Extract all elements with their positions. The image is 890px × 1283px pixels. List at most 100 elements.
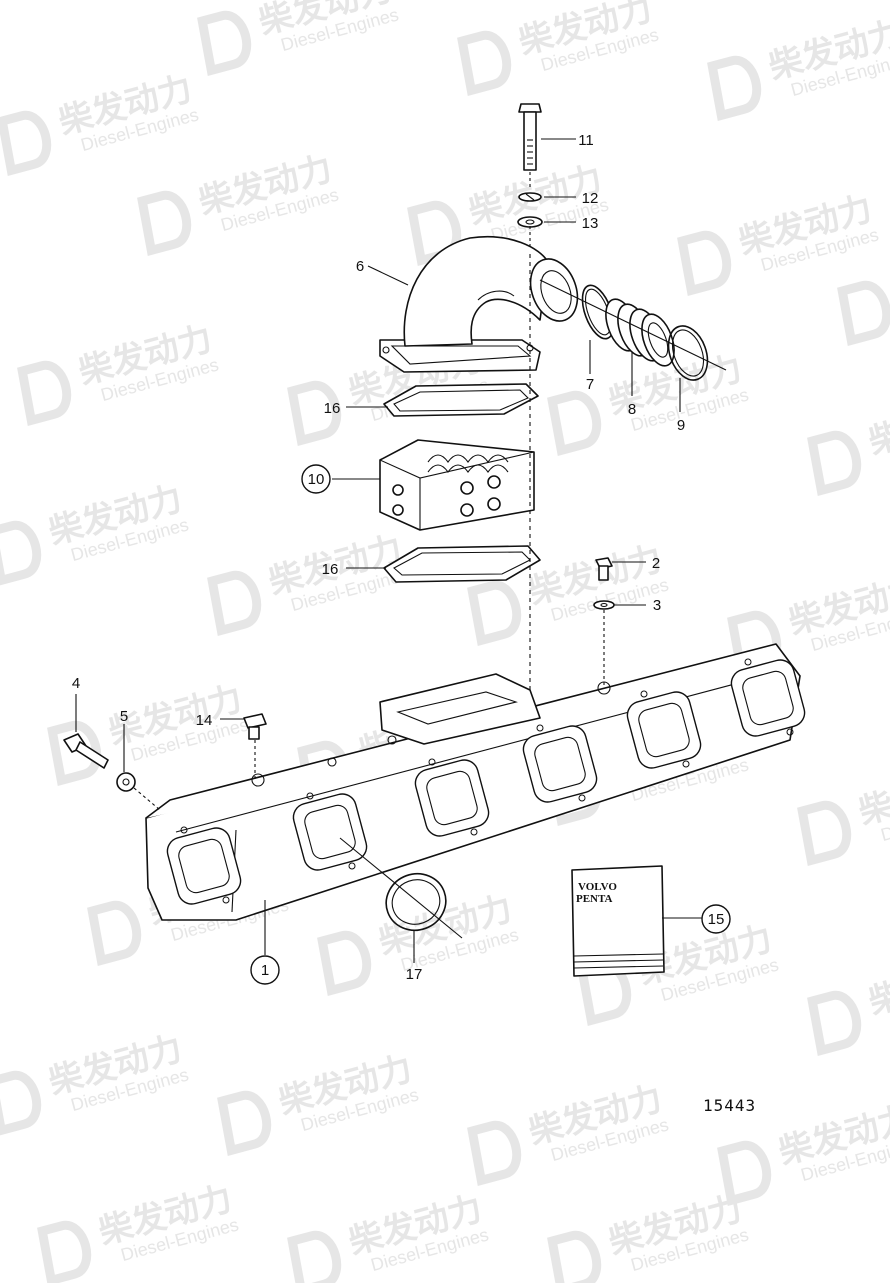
callout-5: 5 <box>120 708 128 725</box>
callout-11: 11 <box>578 132 594 149</box>
leader-lines <box>75 138 702 963</box>
watermark-logo-icon <box>807 991 862 1056</box>
watermark-logo-icon <box>217 1091 272 1156</box>
watermark-logo-icon <box>677 231 732 296</box>
callout-number: 4 <box>72 675 80 692</box>
watermark-logo-icon <box>0 111 52 176</box>
watermark-cn: 柴发动力 <box>865 389 890 463</box>
callout-14: 14 <box>196 712 213 729</box>
callout-13: 13 <box>582 215 599 232</box>
watermark-logo-icon <box>467 1121 522 1186</box>
part-12-spring-washer <box>518 192 542 202</box>
port-5 <box>626 690 702 769</box>
callout-circle <box>250 955 280 985</box>
manifold-ports <box>166 658 806 905</box>
callout-12: 12 <box>582 190 599 207</box>
watermark-logo-icon <box>87 901 142 966</box>
watermark-logo-icon <box>797 801 852 866</box>
brand-line-2: PENTA <box>576 893 613 905</box>
port-4 <box>522 724 598 803</box>
callout-circle <box>701 904 731 934</box>
watermark-logo-icon <box>37 1221 92 1283</box>
watermark-logo-icon <box>547 1231 602 1283</box>
watermark-cn: 柴发动力 <box>865 949 890 1023</box>
callout-number: 10 <box>308 471 325 488</box>
part-16-lower-gasket <box>383 545 541 583</box>
callout-number: 6 <box>356 258 364 275</box>
part-5-washer <box>116 772 136 792</box>
part-13-washer <box>517 216 543 228</box>
callout-number: 11 <box>578 132 594 149</box>
callout-number: 16 <box>322 561 339 578</box>
watermark-logo-icon <box>137 191 192 256</box>
part-11-bolt <box>518 103 542 171</box>
callout-number: 15 <box>708 911 725 928</box>
watermark-logo-icon <box>467 581 522 646</box>
watermark-cn: 柴发动力 <box>855 759 890 833</box>
part-3-washer <box>593 600 615 610</box>
callout-8: 8 <box>628 401 636 418</box>
watermark-logo-icon <box>0 1071 42 1136</box>
watermark-logo-icon <box>17 361 72 426</box>
watermark-logo-icon <box>207 571 262 636</box>
callout-number: 13 <box>582 215 599 232</box>
callout-10: 10 <box>301 464 331 494</box>
part-4-bolt <box>63 733 109 769</box>
callout-7: 7 <box>586 376 594 393</box>
part-15-gasket-kit-bag: VOLVO PENTA <box>571 865 665 977</box>
part-16-upper-gasket <box>383 383 539 417</box>
port-2 <box>292 792 368 871</box>
callout-17: 17 <box>406 966 423 983</box>
callout-number: 1 <box>261 962 269 979</box>
part-9-ring <box>667 325 709 381</box>
callout-6: 6 <box>356 258 364 275</box>
part-17-ring <box>385 872 447 932</box>
callout-16b: 16 <box>322 561 339 578</box>
callout-number: 14 <box>196 712 213 729</box>
callout-9: 9 <box>677 417 685 434</box>
brand-line-1: VOLVO <box>578 881 617 893</box>
callout-number: 17 <box>406 966 423 983</box>
watermark-logo-icon <box>717 1141 772 1206</box>
watermark-logo-icon <box>707 56 762 121</box>
watermark-logo-icon <box>287 381 342 446</box>
callout-number: 9 <box>677 417 685 434</box>
drawing-number: 15443 <box>703 1096 756 1115</box>
port-1 <box>166 826 242 905</box>
part-2-bolt <box>595 557 613 581</box>
watermark-logo-icon <box>547 391 602 456</box>
watermark-logo-icon <box>197 11 252 76</box>
callout-3: 3 <box>653 597 661 614</box>
watermark-logo-icon <box>317 931 372 996</box>
watermark-logo-icon <box>457 31 512 96</box>
part-10-block <box>379 439 535 531</box>
part-14-plug <box>243 713 267 740</box>
part-8-bellows <box>605 298 675 367</box>
part-1-manifold <box>145 643 806 921</box>
port-6 <box>730 658 806 737</box>
watermark-logo-icon <box>287 1231 342 1283</box>
callout-number: 7 <box>586 376 594 393</box>
callout-15: 15 <box>701 904 731 934</box>
callout-number: 12 <box>582 190 599 207</box>
watermark-logo-icon <box>837 281 890 346</box>
